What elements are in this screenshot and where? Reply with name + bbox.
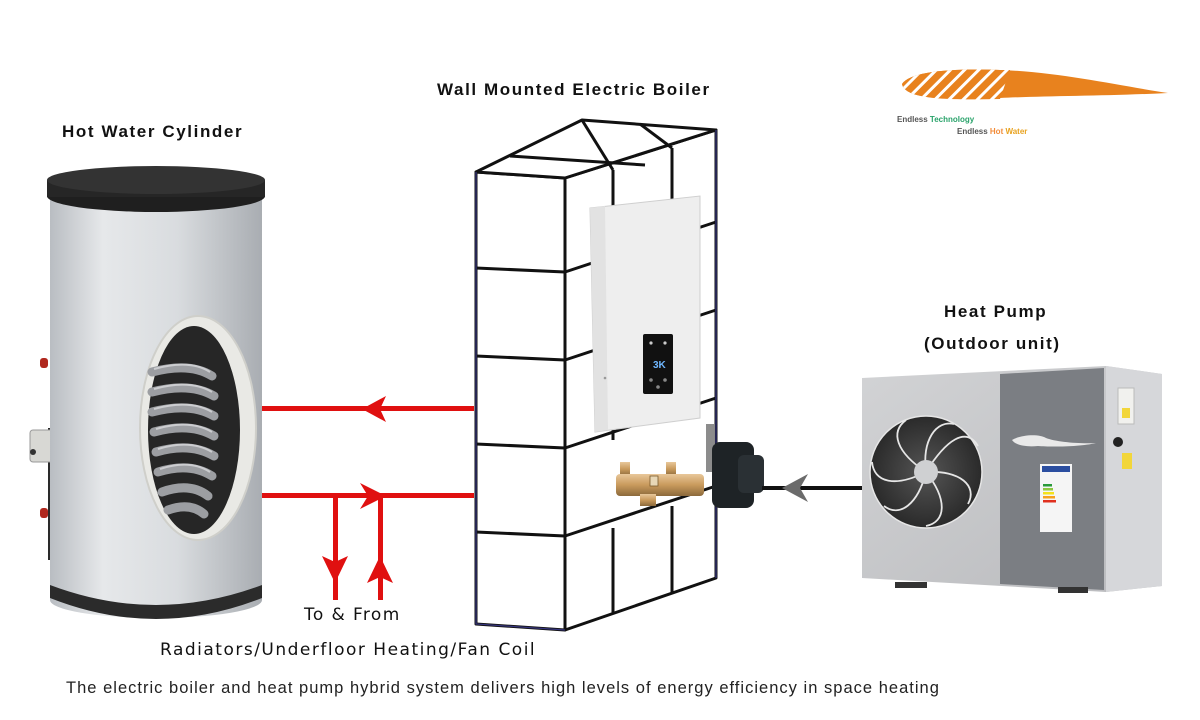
heat-pump-pipe <box>762 474 864 502</box>
label-heat-pump-outdoor: (Outdoor unit) <box>924 334 1061 353</box>
heat-pump-unit <box>862 366 1162 593</box>
label-heat-pump: Heat Pump <box>944 302 1048 321</box>
three-way-valve <box>616 462 704 506</box>
logo-word-endless: Endless <box>897 115 930 124</box>
label-radiators: Radiators/Underfloor Heating/Fan Coil <box>160 640 537 660</box>
to-radiator-pipe <box>333 496 338 600</box>
logo-word-endless-2: Endless <box>957 127 990 136</box>
logo-word-water: Water <box>1005 127 1028 136</box>
brand-logo <box>902 69 1168 100</box>
up-arrow <box>367 556 393 583</box>
cylinder-port-top <box>40 358 48 368</box>
logo-tagline-1: Endless Technology <box>897 115 974 124</box>
valve-actuator <box>706 424 764 508</box>
cylinder-port-bottom <box>40 508 48 518</box>
return-arrow <box>362 396 386 422</box>
down-arrow <box>322 556 348 583</box>
heat-pump-arrow <box>782 474 808 502</box>
logo-word-technology: Technology <box>929 115 975 124</box>
heating-circuit-pipes <box>262 396 474 600</box>
hot-water-cylinder <box>29 166 265 619</box>
logo-word-hot: Hot <box>989 127 1006 136</box>
boiler-display: 3K <box>653 360 667 371</box>
label-hot-water-cylinder: Hot Water Cylinder <box>62 122 244 141</box>
from-radiator-pipe <box>378 496 383 600</box>
label-to-from: To & From <box>304 605 401 625</box>
label-wall-mounted-boiler: Wall Mounted Electric Boiler <box>437 80 711 99</box>
diagram-caption: The electric boiler and heat pump hybrid… <box>66 678 940 697</box>
flow-arrow <box>360 483 386 509</box>
logo-tagline-2: Endless Hot Water <box>957 127 1027 136</box>
heating-coil <box>147 363 219 519</box>
electric-boiler: 3K <box>589 195 701 433</box>
